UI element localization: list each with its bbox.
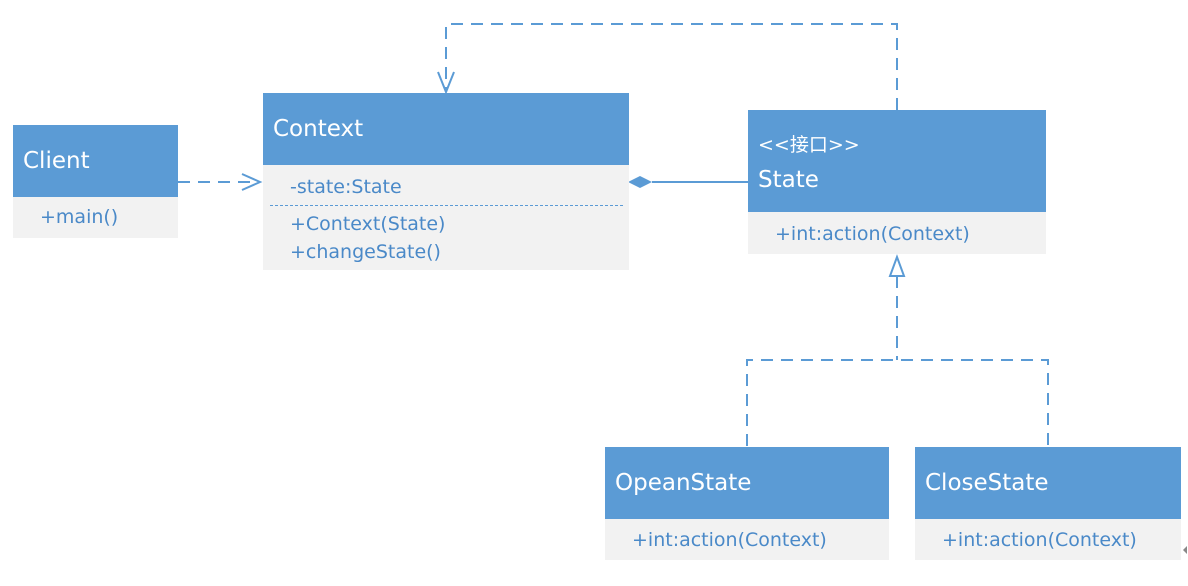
- method: +changeState(): [290, 241, 441, 263]
- class-header: OpeanState: [605, 447, 889, 519]
- class-context[interactable]: Context -state:State +Context(State) +ch…: [263, 93, 629, 270]
- class-header: Client: [13, 125, 178, 197]
- class-name: OpeanState: [615, 470, 752, 496]
- method: +main(): [40, 206, 119, 228]
- method: +int:action(Context): [632, 529, 827, 551]
- attribute: -state:State: [290, 176, 402, 198]
- composition-context-state: [628, 176, 748, 188]
- class-body: -state:State +Context(State) +changeStat…: [263, 165, 629, 270]
- dependency-client-context: [178, 173, 263, 191]
- class-name: Context: [273, 116, 364, 142]
- class-header: <<接口>> State: [748, 110, 1046, 212]
- class-opean-state[interactable]: OpeanState +int:action(Context): [605, 447, 889, 560]
- compartment-divider: [270, 205, 623, 206]
- class-header: CloseState: [915, 447, 1181, 519]
- method: +Context(State): [290, 213, 446, 235]
- method: +int:action(Context): [775, 223, 970, 245]
- class-body: +int:action(Context): [915, 519, 1181, 560]
- stereotype: <<接口>>: [758, 133, 860, 156]
- class-name: State: [758, 166, 819, 193]
- class-name: Client: [23, 148, 90, 174]
- method: +int:action(Context): [942, 529, 1137, 551]
- class-state[interactable]: <<接口>> State +int:action(Context): [748, 110, 1046, 254]
- class-close-state[interactable]: CloseState +int:action(Context): [915, 447, 1181, 560]
- dependency-state-context: [437, 23, 898, 110]
- realization-states-interface: [746, 254, 1049, 446]
- class-body: +main(): [13, 197, 178, 238]
- class-header: Context: [263, 93, 629, 165]
- corner-marker: [1183, 546, 1187, 554]
- class-client[interactable]: Client +main(): [13, 125, 178, 238]
- class-body: +int:action(Context): [748, 212, 1046, 254]
- class-name: CloseState: [925, 470, 1049, 496]
- class-body: +int:action(Context): [605, 519, 889, 560]
